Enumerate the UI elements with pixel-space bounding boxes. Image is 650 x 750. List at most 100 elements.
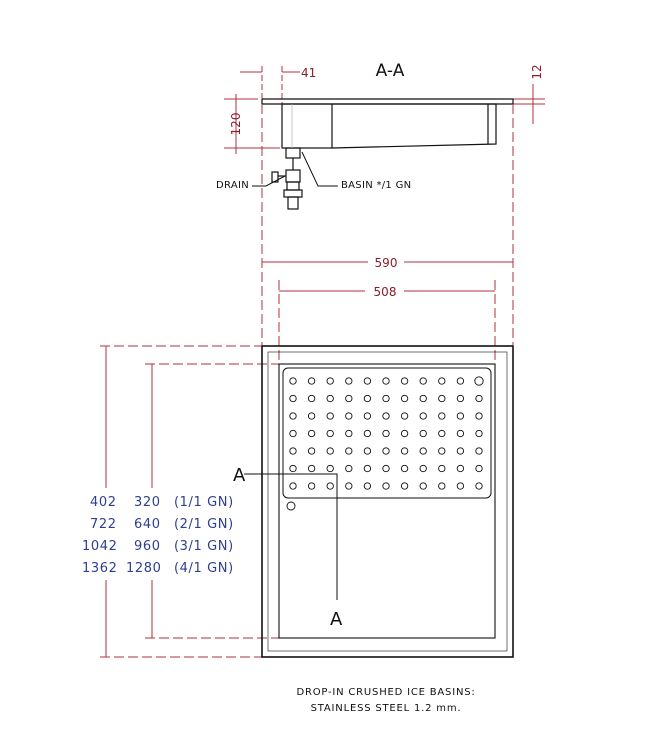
perforation-hole (400, 429, 409, 438)
perforation-hole (475, 394, 483, 403)
perforation-hole (438, 377, 446, 385)
size-outer: 1362 (82, 561, 117, 576)
basin-profile (261, 98, 514, 170)
drain-hole-icon (286, 501, 296, 511)
perforation-hole (438, 464, 446, 473)
perforation-hole (456, 377, 465, 385)
size-gn: (2/1 GN) (174, 517, 234, 532)
perforation-hole (363, 464, 372, 473)
perforation-hole (475, 447, 483, 455)
perforation-hole (326, 429, 334, 438)
basin-label: BASIN */1 GN (341, 180, 411, 191)
drain-valve-icon (271, 169, 303, 210)
perforation-hole (456, 429, 465, 438)
perforation-hole (363, 412, 372, 420)
caption-line-1: DROP-IN CRUSHED ICE BASINS: (296, 687, 475, 698)
perforation-hole (382, 447, 390, 455)
perforation-hole (363, 447, 372, 455)
perforation-hole (438, 394, 446, 403)
perforation-hole (307, 394, 316, 403)
section-marker-left: A (233, 465, 246, 486)
perforation-hole (400, 482, 409, 490)
perforation-hole (326, 464, 334, 473)
perforation-hole (382, 429, 390, 438)
perforation-hole (345, 412, 353, 420)
size-gn: (3/1 GN) (174, 539, 234, 554)
perforation-hole (345, 464, 353, 473)
perforation-hole (475, 429, 483, 438)
section-cut-line (244, 473, 338, 600)
perforation-hole (289, 482, 297, 490)
perforation-hole (456, 447, 465, 455)
caption-line-2: STAINLESS STEEL 1.2 mm. (311, 703, 462, 714)
perforated-tray (282, 367, 492, 499)
perforation-hole (456, 394, 465, 403)
caption: DROP-IN CRUSHED ICE BASINS: STAINLESS ST… (296, 687, 475, 714)
perforation-hole (438, 429, 446, 438)
size-row: 1362 1280 (4/1 GN) (82, 561, 233, 576)
perforation-hole (382, 412, 390, 420)
section-title: A-A (376, 61, 405, 81)
perforation-hole (307, 447, 316, 455)
perforation-hole (307, 377, 316, 385)
perforation-hole (307, 412, 316, 420)
perforation-hole (456, 412, 465, 420)
perforation-hole (400, 412, 409, 420)
dimension-120 (224, 94, 280, 154)
perforation-hole (289, 429, 297, 438)
drain-label: DRAIN (216, 180, 249, 191)
perforation-hole (419, 377, 427, 385)
perforation-hole (475, 412, 483, 420)
dimension-41 (240, 66, 300, 104)
perforation-grid (289, 376, 484, 490)
width-inner-label: 508 (374, 285, 397, 299)
perforation-hole (419, 482, 427, 490)
section-view: A-A 41 12 120 (216, 61, 545, 210)
perforation-hole (438, 447, 446, 455)
perforation-hole (400, 447, 409, 455)
dimension-12-label: 12 (530, 64, 544, 79)
perforation-hole (363, 394, 372, 403)
perforation-hole (382, 482, 390, 490)
perforation-hole (363, 429, 372, 438)
perforation-hole (289, 377, 297, 385)
perforation-hole (400, 394, 409, 403)
perforation-hole (456, 482, 465, 490)
perforation-hole (345, 447, 353, 455)
perforation-hole (326, 447, 334, 455)
perforation-hole (474, 376, 484, 386)
perforation-hole (307, 482, 316, 490)
perforation-hole (345, 429, 353, 438)
size-inner: 1280 (126, 561, 161, 576)
section-marker-bottom: A (330, 609, 343, 630)
width-dimensions (261, 104, 514, 362)
perforation-hole (289, 412, 297, 420)
width-outer-label: 590 (375, 256, 398, 270)
size-inner: 640 (134, 517, 161, 532)
perforation-hole (475, 464, 483, 473)
plan-view: A A (100, 345, 514, 658)
perforation-hole (419, 464, 427, 473)
size-row: 1042 960 (3/1 GN) (82, 539, 234, 554)
perforation-hole (438, 482, 446, 490)
size-outer: 722 (90, 517, 117, 532)
perforation-hole (419, 429, 427, 438)
perforation-hole (307, 464, 316, 473)
perforation-hole (326, 377, 334, 385)
basin-flange (267, 351, 508, 652)
perforation-hole (345, 394, 353, 403)
perforation-hole (419, 412, 427, 420)
size-table: 402 320 (1/1 GN) 722 640 (2/1 GN) 1042 9… (82, 495, 234, 576)
dimension-12 (513, 84, 545, 124)
perforation-hole (289, 464, 297, 473)
perforation-hole (307, 429, 316, 438)
perforation-hole (326, 394, 334, 403)
size-row: 402 320 (1/1 GN) (90, 495, 233, 510)
perforation-hole (363, 482, 372, 490)
perforation-hole (475, 482, 483, 490)
perforation-hole (456, 464, 465, 473)
dimension-41-label: 41 (301, 66, 316, 80)
length-dimensions (100, 345, 279, 658)
drain-leader (252, 175, 286, 187)
